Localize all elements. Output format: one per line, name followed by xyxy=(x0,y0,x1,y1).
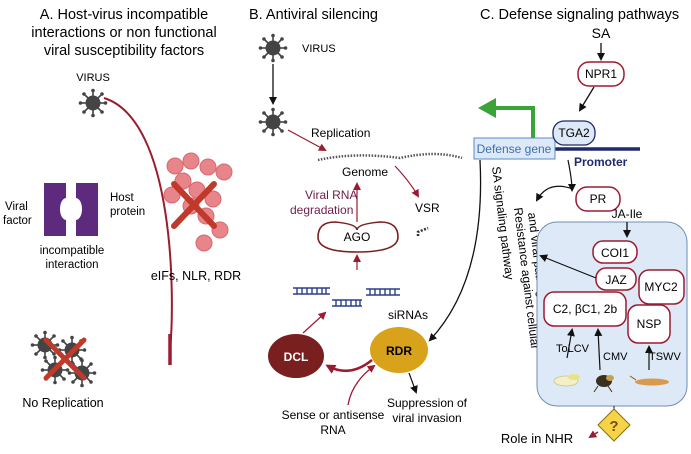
panel-a-title-line2: interactions or non functional xyxy=(31,25,216,41)
cross-icon xyxy=(43,337,87,381)
eifs-label: eIFs, NLR, RDR xyxy=(151,269,241,283)
ago-protein xyxy=(317,221,399,253)
question-label: ? xyxy=(609,418,618,435)
incompatible-line2: interaction xyxy=(45,259,98,271)
arrow-npr1-tga2 xyxy=(578,86,595,112)
arrow-sa-rdr xyxy=(428,159,482,342)
whitefly-icon xyxy=(553,374,580,387)
host-protein-line2: protein xyxy=(110,206,145,218)
coi1-node xyxy=(592,240,638,264)
tga2-label: TGA2 xyxy=(558,126,590,140)
panel-b: B. Antiviral silencing VIRUS Replication… xyxy=(249,7,468,437)
nhr-label: Role in NHR xyxy=(501,431,573,446)
dcl-protein xyxy=(268,334,324,378)
jaz-node xyxy=(595,267,637,291)
arrow-rna-rdr xyxy=(347,364,376,406)
dna-icon xyxy=(293,287,400,307)
viral-rna-line2: degradation xyxy=(290,203,353,217)
no-replication-label: No Replication xyxy=(22,396,103,410)
sense-line2: RNA xyxy=(320,423,345,437)
myc2-node xyxy=(638,269,685,305)
sense-line1: Sense or antisense xyxy=(282,408,385,422)
green-arrow-head xyxy=(478,98,496,118)
coi1-label: COI1 xyxy=(601,246,629,260)
arrow-pr-resistance xyxy=(536,185,574,202)
vsr-inhibit xyxy=(416,226,429,236)
sirnas-label: siRNAs xyxy=(388,308,428,322)
pr-label: PR xyxy=(590,192,607,206)
pr-node xyxy=(575,186,621,212)
arrow-tolcv xyxy=(566,328,575,359)
arrow-rdr-dcl xyxy=(325,359,373,374)
tswv-label: TSWV xyxy=(649,351,681,363)
viral-factor-line2: factor xyxy=(3,215,32,227)
rdr-protein xyxy=(370,327,428,373)
suppression-line2: viral invasion xyxy=(392,411,461,425)
nsp-node xyxy=(627,304,671,344)
promoter-label: Promoter xyxy=(574,155,628,169)
sa-pathway-label: SA signaling pathway xyxy=(489,166,517,281)
myc2-label: MYC2 xyxy=(644,280,678,294)
virus-icon xyxy=(257,32,289,64)
viral-factor-line1: Viral xyxy=(5,201,28,213)
incompatible-line1: incompatible xyxy=(40,245,105,257)
virus-label: VIRUS xyxy=(76,72,110,84)
rdr-label: RDR xyxy=(386,344,412,358)
panel-b-title: B. Antiviral silencing xyxy=(249,7,378,23)
genome-label: Genome xyxy=(342,165,388,179)
defense-gene-box xyxy=(473,137,556,160)
inhibition-arrow xyxy=(103,97,173,351)
c2-node xyxy=(543,291,627,327)
question-diamond-icon xyxy=(597,408,631,442)
tolcv-label: ToLCV xyxy=(556,343,590,355)
ja-label: JA-Ile xyxy=(612,207,643,221)
dcl-label: DCL xyxy=(284,350,309,364)
c2-label: C2, βC1, 2b xyxy=(553,302,618,316)
virus-icon xyxy=(257,106,289,138)
protein-puzzle-icon xyxy=(44,183,98,236)
virus-label-b: VIRUS xyxy=(302,43,336,55)
arrow-dcl-sirna xyxy=(302,311,327,334)
npr1-node xyxy=(577,61,625,87)
nsp-label: NSP xyxy=(637,317,662,331)
arrow-nhr xyxy=(588,430,599,439)
cross-icon xyxy=(171,181,217,229)
host-protein-line1: Host xyxy=(110,192,134,204)
arrow-gene-pr xyxy=(567,159,576,192)
arrow-replication xyxy=(287,129,327,151)
aphid-icon xyxy=(593,375,614,393)
suppression-line1: Suppression of xyxy=(387,396,468,410)
npr1-label: NPR1 xyxy=(585,67,617,81)
green-arrow xyxy=(495,106,535,140)
viral-rna-line1: Viral RNA xyxy=(305,188,357,202)
vsr-label: VSR xyxy=(415,201,440,215)
replication-label: Replication xyxy=(311,126,370,140)
panel-a-title-line1: A. Host-virus incompatible xyxy=(40,7,208,23)
panel-c: C. Defense signaling pathways SA NPR1 De… xyxy=(428,7,688,446)
arrow-genome-vsr xyxy=(394,165,419,198)
virus-icon xyxy=(77,87,109,119)
panel-a: A. Host-virus incompatible interactions … xyxy=(3,7,241,410)
cmv-label: CMV xyxy=(603,351,628,363)
arrow-cmv xyxy=(594,328,603,371)
thrips-icon xyxy=(629,375,669,386)
arrow-rdr-suppression xyxy=(408,372,418,394)
panel-a-title-line3: viral susceptibility factors xyxy=(44,43,204,59)
genome-strand xyxy=(317,152,463,162)
jaz-label: JAZ xyxy=(605,273,626,287)
sa-label: SA xyxy=(592,25,611,41)
arrow-jaz-resistance xyxy=(539,254,597,279)
defense-gene-label: Defense gene xyxy=(477,142,552,156)
ago-label: AGO xyxy=(344,230,371,244)
tga2-node xyxy=(552,120,596,146)
panel-c-title: C. Defense signaling pathways xyxy=(480,7,679,23)
